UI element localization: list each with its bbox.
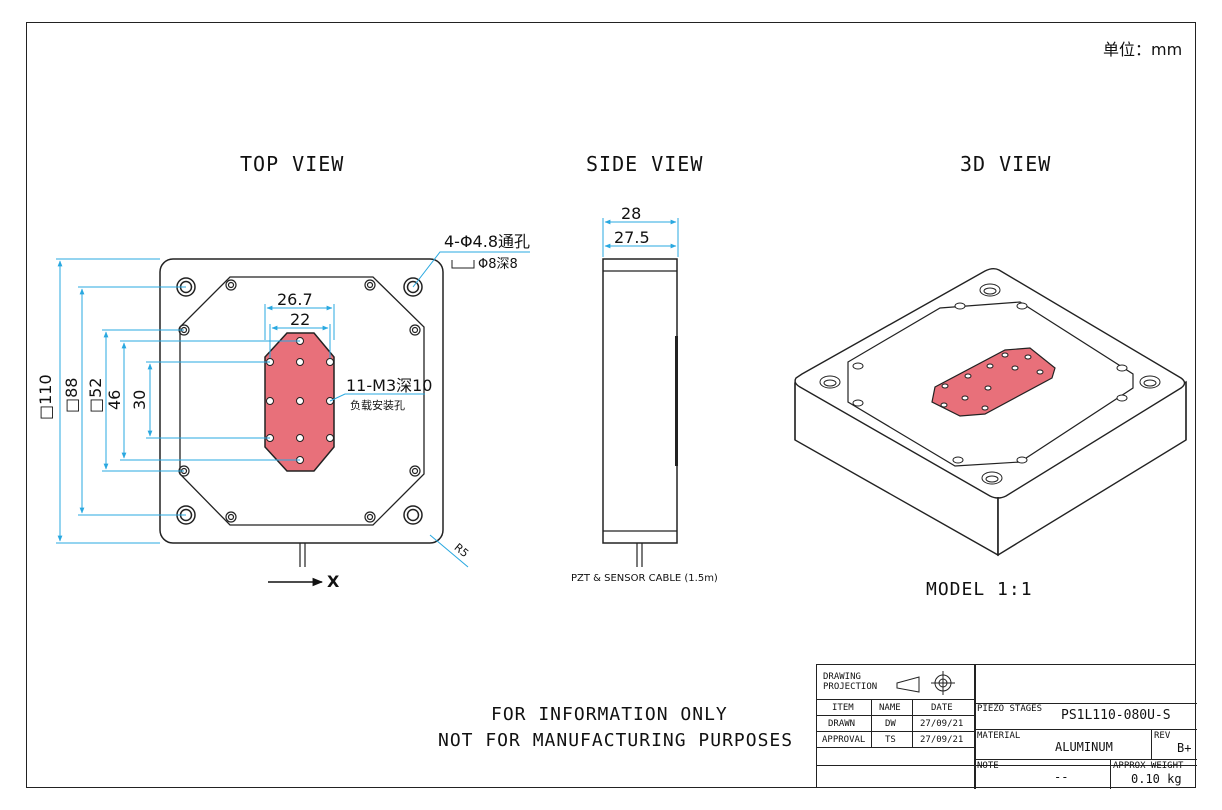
col-item: ITEM (832, 703, 854, 713)
counterbore-callout: Φ8深8 (478, 257, 518, 272)
cable-label: PZT & SENSOR CABLE (1.5m) (571, 573, 718, 584)
projection-symbol (896, 671, 955, 695)
dim-88: □88 (62, 377, 81, 413)
note-label: NOTE (977, 761, 999, 771)
units-label: 单位：mm (1103, 40, 1183, 59)
row-approval-date: 27/09/21 (920, 735, 964, 745)
drawing-projection-label-1: DRAWING (823, 672, 861, 682)
title-block: DRAWING PROJECTION ITEM NAME DATE DRAWN … (816, 664, 1197, 789)
plate-mounting-holes (178, 279, 421, 523)
top-view-dimensions (56, 251, 530, 568)
dim-26-7: 26.7 (277, 290, 313, 309)
disclaimer-line1: FOR INFORMATION ONLY (491, 704, 728, 725)
top-view-outer-body (159, 258, 444, 544)
iso-view-title: 3D VIEW (960, 152, 1052, 176)
rev-label: REV (1154, 731, 1171, 741)
side-view-body (602, 258, 678, 544)
top-view-inner-plate (179, 276, 425, 526)
dim-27-5: 27.5 (614, 228, 650, 247)
drawing-projection-label-2: PROJECTION (823, 682, 878, 692)
note-value: -- (1054, 770, 1069, 784)
col-date: DATE (931, 703, 953, 713)
iso-holes (819, 283, 1161, 485)
dim-22: 22 (290, 310, 311, 329)
material-label: MATERIAL (977, 731, 1021, 741)
col-name: NAME (879, 703, 901, 713)
row-approval-item: APPROVAL (822, 735, 866, 745)
material-value: ALUMINUM (1055, 740, 1113, 754)
through-holes-callout: 4-Φ4.8通孔 (444, 232, 530, 251)
dim-52: □52 (86, 377, 105, 413)
load-holes-callout: 11-M3深10 (346, 376, 433, 395)
weight-value: 0.10 kg (1131, 772, 1182, 786)
drawing-border (26, 22, 1196, 788)
side-view (602, 258, 678, 567)
dim-30: 30 (130, 389, 149, 410)
load-holes-note: 负载安装孔 (350, 399, 405, 412)
side-view-title: SIDE VIEW (586, 152, 704, 176)
top-view (159, 258, 444, 567)
row-approval-name: TS (885, 735, 896, 745)
row-drawn-date: 27/09/21 (920, 719, 964, 729)
dim-28: 28 (621, 204, 642, 223)
part-number: PS1L110-080U-S (1061, 708, 1171, 723)
row-drawn-item: DRAWN (828, 719, 856, 729)
weight-label: APPROX WEIGHT (1113, 761, 1184, 771)
rev-value: B+ (1177, 741, 1192, 755)
x-axis-label: X (327, 572, 340, 591)
disclaimer-line2: NOT FOR MANUFACTURING PURPOSES (438, 730, 794, 751)
counterbore-symbol (451, 260, 475, 269)
side-view-dimensions (602, 218, 679, 257)
dim-46: 46 (105, 389, 124, 410)
top-view-title: TOP VIEW (240, 152, 345, 176)
iso-view (794, 268, 1187, 557)
model-scale-label: MODEL 1:1 (926, 579, 1033, 600)
row-drawn-name: DW (885, 719, 896, 729)
dim-110: □110 (36, 374, 55, 420)
category-label: PIEZO STAGES (977, 704, 1043, 714)
